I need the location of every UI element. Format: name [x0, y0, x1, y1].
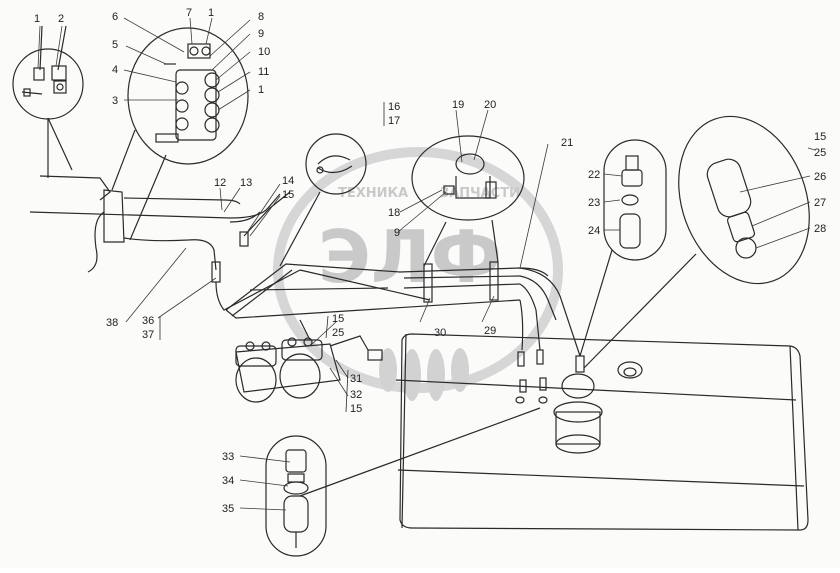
callout-18: 18	[388, 207, 400, 219]
callout-16: 16	[388, 101, 400, 113]
watermark-wheat-icon	[379, 348, 469, 401]
callout-30: 30	[434, 327, 446, 339]
callout-38: 38	[106, 317, 118, 329]
callout-15-bottom: 15	[350, 403, 362, 415]
detail-circle-clamp	[12, 25, 111, 201]
callout-25-right: 25	[814, 147, 826, 159]
callout-31: 31	[350, 373, 362, 385]
callout-15-filter: 15	[332, 313, 344, 325]
callout-1-lower: 1	[258, 84, 264, 96]
callout-26: 26	[814, 171, 826, 183]
callout-37: 37	[142, 329, 154, 341]
callout-32: 32	[350, 389, 362, 401]
callout-1-valve: 1	[208, 7, 214, 19]
callout-29: 29	[484, 325, 496, 337]
callout-10: 10	[258, 46, 270, 58]
watermark-line1: ТЕХНИКА	[338, 186, 408, 201]
callout-17: 17	[388, 115, 400, 127]
callout-13: 13	[240, 177, 252, 189]
detail-circle-valve-block	[111, 27, 249, 241]
callout-24: 24	[588, 225, 600, 237]
callout-5: 5	[112, 39, 118, 51]
callout-9-valve: 9	[258, 28, 264, 40]
callout-numbers: 1 2 6 7 1 8 5 9 10 4 11 3 1 16 17 19 20 …	[34, 7, 826, 515]
frame-rails	[225, 261, 585, 373]
callout-9: 9	[394, 227, 400, 239]
watermark-line2: ЗАПЧАСТИ	[440, 186, 520, 201]
callout-8: 8	[258, 11, 264, 23]
leader-lines	[37, 17, 816, 511]
callout-1: 1	[34, 13, 40, 25]
callout-3: 3	[112, 95, 118, 107]
callout-15-hose: 15	[282, 189, 294, 201]
fuel-filters	[235, 319, 383, 403]
callout-15-right: 15	[814, 131, 826, 143]
callout-14: 14	[282, 175, 294, 187]
watermark-logo: ЭЛФ	[318, 215, 502, 299]
detail-ellipse-clamp	[411, 135, 525, 267]
detail-ellipse-sender	[583, 115, 810, 369]
callout-25-filter: 25	[332, 327, 344, 339]
callout-7: 7	[186, 7, 192, 19]
callout-11: 11	[258, 66, 269, 78]
detail-capsule-valve	[265, 435, 327, 557]
callout-12: 12	[214, 177, 226, 189]
callout-2: 2	[58, 13, 64, 25]
detail-circle-clip	[279, 133, 367, 267]
callout-23: 23	[588, 197, 600, 209]
hose-bundle-left	[29, 189, 301, 311]
callout-36: 36	[142, 315, 154, 327]
callout-22: 22	[588, 169, 600, 181]
callout-21: 21	[561, 137, 573, 149]
callout-6: 6	[112, 11, 118, 23]
detail-capsule-fitting	[579, 139, 667, 357]
callout-4: 4	[112, 64, 118, 76]
callout-brackets	[159, 102, 385, 413]
line-art	[12, 25, 810, 557]
watermark: ТЕХНИКА ЗАПЧАСТИ ЭЛФ	[273, 147, 563, 401]
fuel-tank	[299, 333, 809, 531]
callout-34: 34	[222, 475, 234, 487]
callout-28: 28	[814, 223, 826, 235]
callout-19: 19	[452, 99, 464, 111]
callout-33: 33	[222, 451, 234, 463]
callout-20: 20	[484, 99, 496, 111]
callout-35: 35	[222, 503, 234, 515]
callout-27: 27	[814, 197, 826, 209]
